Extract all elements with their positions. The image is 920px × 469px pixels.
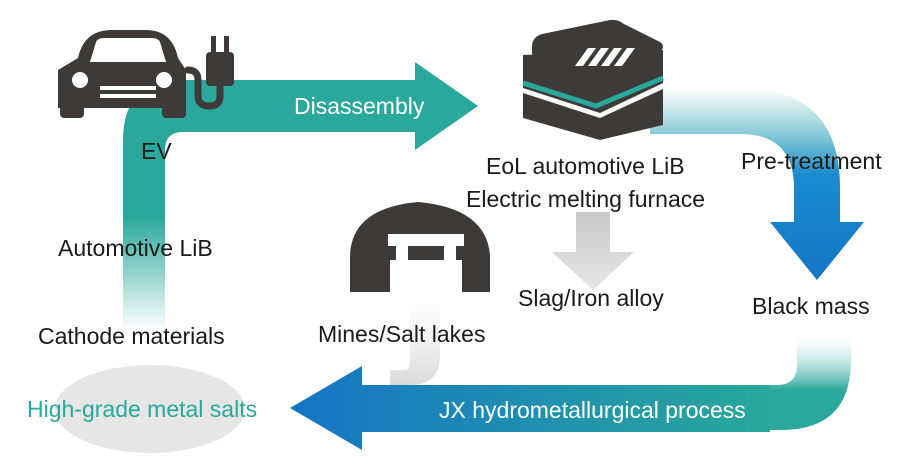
teal-left-band	[123, 80, 183, 330]
automotive-lib-label: Automotive LiB	[58, 235, 213, 261]
salts-ellipse	[55, 365, 245, 453]
teal-right-lower-band	[760, 330, 851, 430]
mine-icon	[350, 202, 490, 292]
electric-furnace-label: Electric melting furnace	[466, 186, 706, 212]
jx-process-arrow	[290, 366, 770, 450]
slag-iron-label: Slag/Iron alloy	[518, 285, 664, 311]
plug-icon	[184, 36, 234, 110]
ev-label: EV	[141, 138, 172, 164]
mines-salt-lakes-label: Mines/Salt lakes	[318, 321, 486, 347]
high-grade-salts-label: High-grade metal salts	[27, 396, 258, 422]
jx-process-label: JX hydrometallurgical process	[439, 397, 746, 423]
disassembly-arrow	[170, 62, 478, 150]
mine-feed-arrow	[390, 300, 440, 385]
car-icon	[58, 30, 186, 118]
pretreatment-arrow	[650, 88, 864, 280]
slag-arrow	[552, 212, 634, 290]
cathode-materials-label: Cathode materials	[38, 323, 225, 349]
battery-icon	[522, 19, 664, 140]
pre-treatment-label: Pre-treatment	[741, 148, 882, 174]
disassembly-label: Disassembly	[294, 93, 425, 119]
black-mass-label: Black mass	[752, 293, 870, 319]
eol-lib-label: EoL automotive LiB	[486, 153, 685, 179]
